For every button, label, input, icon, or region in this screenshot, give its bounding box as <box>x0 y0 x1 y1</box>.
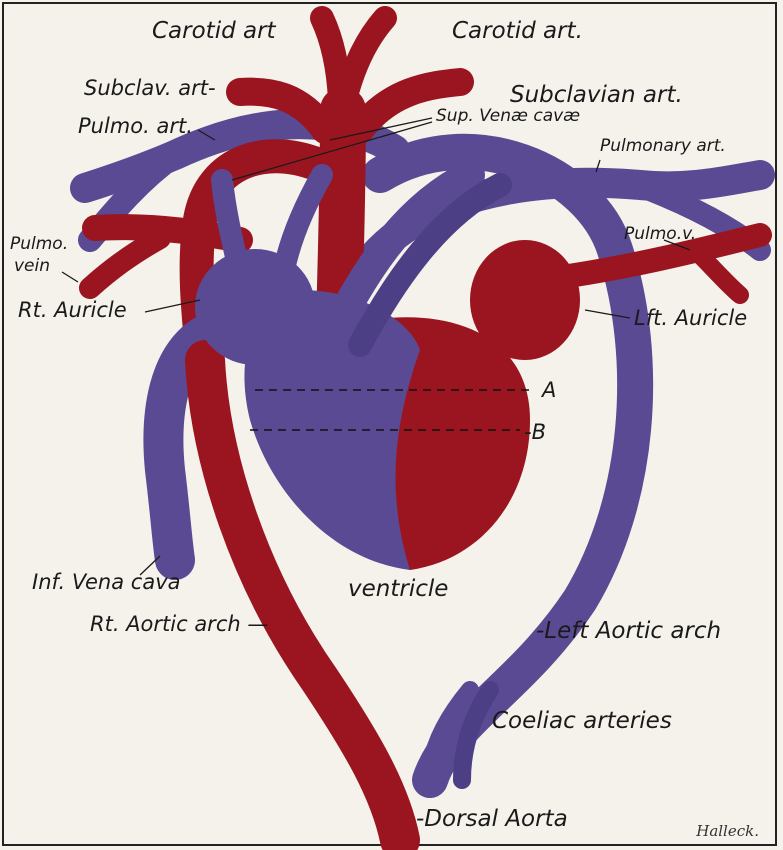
pulmonary-vein-right-branch <box>700 255 740 295</box>
label-subclav-right: Subclavian art. <box>510 84 683 107</box>
label-pulmo-vein-1: Pulmo. <box>10 236 68 253</box>
label-pulmo-art-left: Pulmo. art. <box>78 116 193 137</box>
leader-pulmo-vein <box>62 272 78 282</box>
label-rt-aortic-arch: Rt. Aortic arch — <box>90 614 268 635</box>
label-carotid-right: Carotid art. <box>452 20 583 43</box>
label-lft-auricle: Lft. Auricle <box>634 308 747 329</box>
artist-signature: Halleck. <box>696 822 759 840</box>
carotid-artery-right <box>345 18 385 100</box>
label-ventricle: ventricle <box>348 578 448 601</box>
right-auricle <box>195 249 315 365</box>
label-coeliac-arteries: Coeliac arteries <box>492 710 672 733</box>
label-rt-auricle: Rt. Auricle <box>18 300 127 321</box>
label-pulmo-v-right: Pulmo.v. <box>624 226 696 243</box>
label-pulmo-vein-2: vein <box>14 258 50 275</box>
superior-vena-cava-right <box>285 175 322 265</box>
label-inf-vena-cava: Inf. Vena cava <box>32 572 181 593</box>
label-marker-b: -B <box>524 422 546 443</box>
label-sup-venae-cavae: Sup. Venæ cavæ <box>436 108 580 125</box>
label-pulmonary-art-right: Pulmonary art. <box>600 138 726 155</box>
label-dorsal-aorta: -Dorsal Aorta <box>416 808 568 831</box>
label-subclav-left: Subclav. art- <box>84 78 216 99</box>
label-marker-a: A <box>542 380 556 401</box>
label-left-aortic-arch: -Left Aortic arch <box>536 620 721 643</box>
label-carotid-left: Carotid art <box>152 20 276 43</box>
